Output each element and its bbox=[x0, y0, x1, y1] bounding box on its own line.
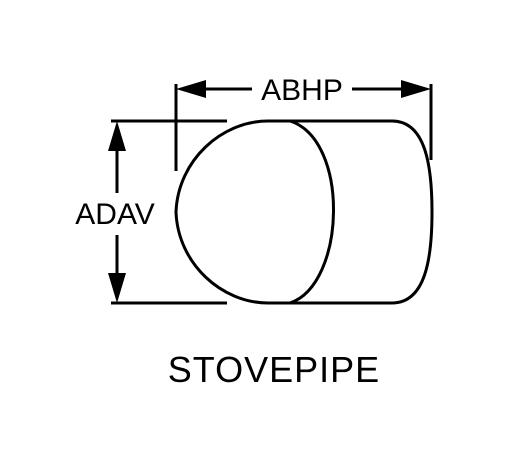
abhp-arrowhead-left bbox=[176, 80, 206, 98]
adav-arrowhead-top bbox=[108, 121, 126, 151]
pipe-seam-curve bbox=[289, 119, 335, 305]
adav-label: ADAV bbox=[75, 198, 154, 231]
abhp-arrowhead-right bbox=[401, 80, 431, 98]
adav-arrowhead-bottom bbox=[108, 273, 126, 303]
diagram-caption: STOVEPIPE bbox=[168, 349, 380, 390]
abhp-label: ABHP bbox=[261, 74, 343, 107]
pipe-outline bbox=[174, 119, 434, 305]
